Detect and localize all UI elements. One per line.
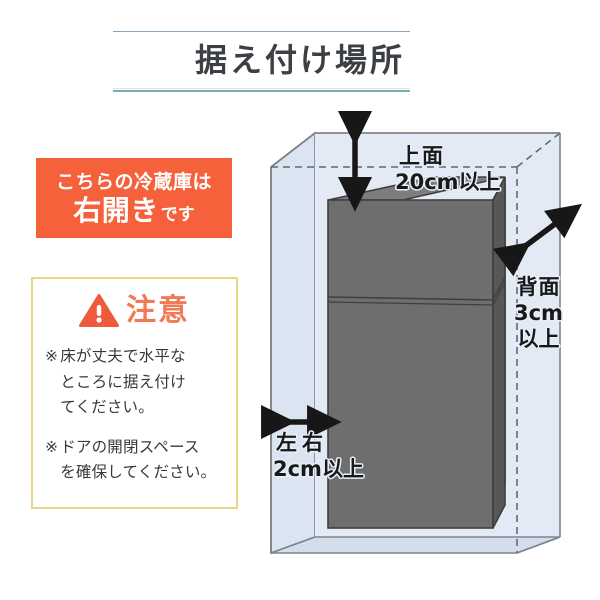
caution-note-list: ※ 床が丈夫で水平なところに据え付けてください。 ※ ドアの開閉スペースを確保し… xyxy=(33,344,236,486)
rear-clearance-arrow xyxy=(493,203,582,277)
installation-clearance-diagram: 上面 20cm以上 背面 3cm 以上 左右 2cm以上 xyxy=(255,105,600,585)
title-rule-bottom xyxy=(113,90,410,92)
refrigerator-door-split-front xyxy=(327,296,494,301)
door-hinge-direction: 右開き xyxy=(73,193,159,227)
door-hinge-badge: こちらの冷蔵庫は 右開き です xyxy=(36,158,232,238)
note-text: 床が丈夫で水平なところに据え付けてください。 xyxy=(60,347,186,416)
rear-clearance-label: 背面 3cm 以上 xyxy=(514,275,563,351)
refrigerator-door-split-side xyxy=(492,276,506,301)
caution-heading: 注意 xyxy=(126,292,190,328)
note-bullet-mark: ※ xyxy=(45,347,59,365)
title-rule-top xyxy=(113,31,410,32)
warning-triangle-icon xyxy=(79,293,119,328)
page-title: 据え付け場所 xyxy=(194,41,405,79)
top-clearance-label: 上面 20cm以上 xyxy=(395,144,501,194)
note-bullet-mark: ※ xyxy=(45,437,59,456)
side-clearance-label: 左右 2cm以上 xyxy=(273,431,364,481)
door-hinge-badge-line1: こちらの冷蔵庫は xyxy=(55,170,212,193)
caution-note: ※ ドアの開閉スペースを確保してください。 xyxy=(45,435,226,486)
enclosure-hidden-right-top-edge xyxy=(516,132,561,168)
caution-box: 注意 ※ 床が丈夫で水平なところに据え付けてください。 ※ ドアの開閉スペースを… xyxy=(31,277,238,509)
enclosure-left-wall xyxy=(270,131,316,555)
title-rule-bottom-accent xyxy=(113,88,410,89)
caution-header: 注意 xyxy=(33,293,236,328)
door-hinge-suffix: です xyxy=(160,204,195,225)
door-hinge-badge-line2: 右開き です xyxy=(73,193,195,227)
caution-note: ※ 床が丈夫で水平なところに据え付けてください。 xyxy=(45,344,226,421)
refrigerator-front-face xyxy=(327,199,494,529)
note-text: ドアの開閉スペースを確保してください。 xyxy=(60,437,217,482)
